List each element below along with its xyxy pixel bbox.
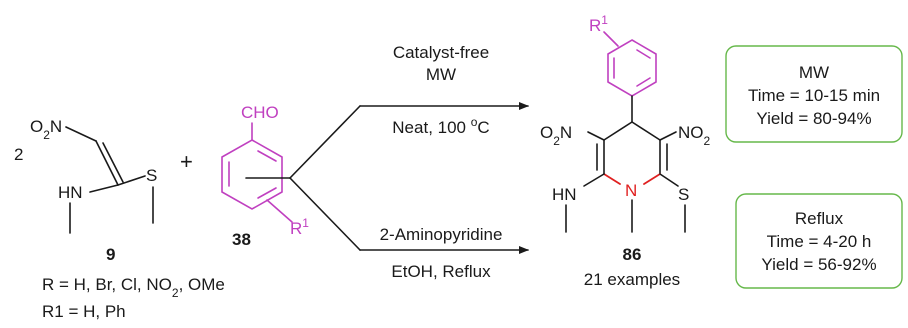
product-86: R1 N O2N NO2 HN S 86 21 examples [540, 13, 711, 289]
plus-sign: + [180, 149, 193, 174]
product-no2-left: O2N [540, 123, 572, 148]
reactant-9-sulfur: S [146, 166, 157, 185]
no2-text: O2N [30, 117, 62, 142]
product-label: 86 [623, 245, 642, 264]
reactant-9-coefficient: 2 [14, 145, 23, 164]
product-examples: 21 examples [584, 270, 680, 289]
reactant-9: 2 O2N S HN 9 [14, 117, 157, 264]
reflux-condition-solvent: EtOH, Reflux [391, 262, 491, 281]
product-r1: R1 [589, 13, 608, 35]
arrow-reflux-path [289, 177, 361, 251]
reflux-results-box: Reflux Time = 4-20 h Yield = 56-92% [735, 193, 903, 289]
reaction-arrows [245, 102, 529, 254]
arrow-mw-path [289, 105, 361, 179]
reactant-38-cho: CHO [241, 103, 279, 122]
reactant-9-label: 9 [106, 245, 115, 264]
reflux-box-time: Time = 4-20 h [767, 232, 872, 251]
reactant-38: CHO R1 38 [221, 103, 309, 249]
product-no2-right: NO2 [678, 123, 711, 148]
reactant-9-no2-group: O2N [30, 117, 62, 142]
mw-condition-temp: Neat, 100 oC [392, 115, 489, 137]
mw-results-box: MW Time = 10-15 min Yield = 80-94% [725, 45, 903, 143]
r-definition: R = H, Br, Cl, NO2, OMe [42, 275, 225, 300]
reactant-38-label: 38 [232, 230, 251, 249]
mw-box-yield: Yield = 80-94% [756, 109, 871, 128]
reflux-box-yield: Yield = 56-92% [761, 255, 876, 274]
mw-box-time: Time = 10-15 min [748, 86, 880, 105]
product-nh: HN [552, 185, 577, 204]
reflux-box-title: Reflux [795, 209, 844, 228]
r1-text: R1 [290, 216, 309, 238]
mw-condition-mw: MW [426, 65, 456, 84]
mw-box-title: MW [799, 63, 829, 82]
product-ring-nitrogen: N [625, 181, 637, 200]
reflux-condition-catalyst: 2-Aminopyridine [380, 225, 503, 244]
mw-condition-catalyst: Catalyst-free [393, 43, 489, 62]
r1-definition: R1 = H, Ph [42, 302, 126, 321]
reactant-38-r1: R1 [290, 216, 309, 238]
product-r1-text: R1 [589, 13, 608, 35]
reactant-9-nh: HN [58, 183, 83, 202]
product-sulfur: S [678, 185, 689, 204]
